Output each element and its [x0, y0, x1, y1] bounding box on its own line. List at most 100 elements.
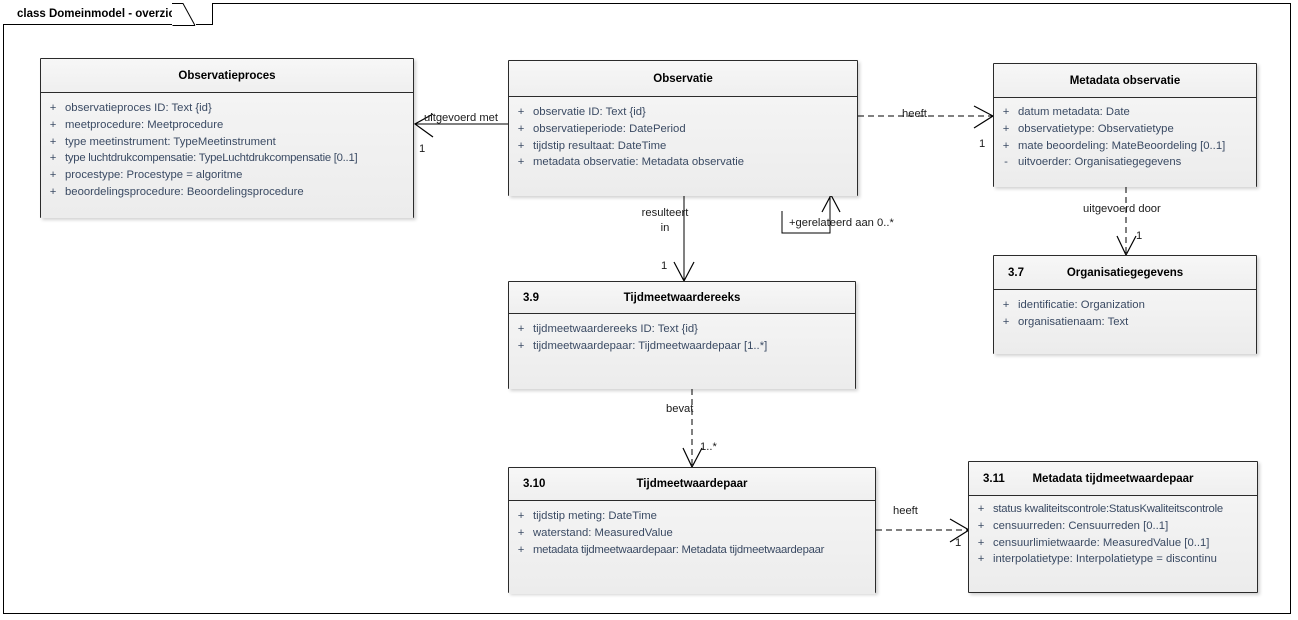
attribute-visibility: + [517, 339, 525, 352]
class-number-organisatiegegevens: 3.7 [1008, 266, 1024, 279]
attribute-row: + waterstand: MeasuredValue [509, 525, 869, 542]
attribute-visibility: + [977, 553, 985, 566]
class-header-observatieproces: Observatieproces [41, 59, 413, 93]
class-box-metadata-tijdmeetwaardepaar[interactable]: 3.11 Metadata tijdmeetwaardepaar + statu… [968, 461, 1258, 593]
attribute-row: + type meetinstrument: TypeMeetinstrumen… [41, 134, 407, 151]
class-box-tijdmeetwaardepaar[interactable]: 3.10 Tijdmeetwaardepaar + tijdstip metin… [508, 467, 876, 594]
attribute-visibility: + [517, 156, 525, 169]
class-attributes-metadata-observatie: + datum metadata: Date + observatietype:… [994, 98, 1256, 187]
attribute-visibility: + [517, 510, 525, 522]
attribute-signature: tijdstip resultaat: DateTime [533, 139, 667, 152]
class-number-metadata-tijdmeetwaardepaar: 3.11 [983, 472, 1005, 485]
attribute-visibility: + [49, 169, 57, 182]
attribute-row: + interpolatietype: Interpolatietype = d… [969, 551, 1251, 568]
attribute-row: + metadata tijdmeetwaardepaar: Metadata … [509, 542, 869, 559]
attribute-visibility: + [49, 185, 57, 198]
class-box-organisatiegegevens[interactable]: 3.7 Organisatiegegevens + identificatie:… [993, 255, 1257, 354]
class-number-tijdmeetwaardereeks: 3.9 [523, 291, 539, 304]
attribute-signature: waterstand: MeasuredValue [533, 526, 673, 539]
class-attributes-observatie: + observatie ID: Text {id} + observatiep… [509, 97, 857, 196]
attribute-visibility: + [49, 102, 57, 114]
class-box-observatieproces[interactable]: Observatieproces + observatieproces ID: … [40, 58, 414, 218]
attribute-signature: datum metadata: Date [1018, 106, 1130, 118]
class-header-tijdmeetwaardepaar: 3.10 Tijdmeetwaardepaar [509, 468, 875, 501]
attribute-signature: status kwaliteitscontrole:StatusKwalitei… [993, 503, 1223, 515]
class-box-metadata-observatie[interactable]: Metadata observatie + datum metadata: Da… [993, 63, 1257, 187]
attribute-visibility: + [517, 139, 525, 152]
attribute-row: + observatietype: Observatietype [994, 121, 1250, 138]
attribute-signature: observatie ID: Text {id} [533, 106, 646, 118]
attribute-row: + tijdstip resultaat: DateTime [509, 138, 851, 155]
class-box-tijdmeetwaardereeks[interactable]: 3.9 Tijdmeetwaardereeks + tijdmeetwaarde… [508, 281, 856, 389]
class-name-metadata-tijdmeetwaardepaar: Metadata tijdmeetwaardepaar [1032, 472, 1194, 485]
connector-label-uitgevoerd-met: uitgevoerd met [424, 112, 499, 124]
attribute-signature: censuurlimietwaarde: MeasuredValue [0..1… [993, 536, 1210, 549]
attribute-visibility: + [517, 323, 525, 335]
attribute-row: + observatie ID: Text {id} [509, 104, 851, 121]
connector-label-heeft-tijdmeetwaardepaar: heeft [893, 505, 918, 517]
attribute-visibility: + [517, 122, 525, 135]
attribute-visibility: + [977, 519, 985, 532]
attribute-row: + organisatienaam: Text [994, 314, 1250, 331]
attribute-signature: tijdstip meting: DateTime [533, 510, 657, 522]
attribute-signature: procestype: Procestype = algoritme [65, 169, 243, 182]
connector-label-resulteert: resulteert [641, 207, 689, 219]
attribute-signature: censuurreden: Censuurreden [0..1] [993, 519, 1169, 532]
connector-multiplicity-resulteert-in: 1 [661, 260, 668, 272]
attribute-visibility: + [1002, 299, 1010, 311]
attribute-row: + observatieproces ID: Text {id} [41, 100, 407, 117]
class-header-metadata-observatie: Metadata observatie [994, 64, 1256, 98]
attribute-row: + type luchtdrukcompensatie: TypeLuchtdr… [41, 150, 407, 167]
attribute-signature: meetprocedure: Meetprocedure [65, 118, 224, 131]
connector-label-heeft-observatie: heeft [902, 108, 927, 120]
attribute-signature: observatietype: Observatietype [1018, 122, 1174, 135]
attribute-visibility: + [977, 536, 985, 549]
attribute-visibility: + [1002, 122, 1010, 135]
attribute-signature: observatieperiode: DatePeriod [533, 122, 686, 135]
attribute-row: + tijdstip meting: DateTime [509, 508, 869, 525]
attribute-signature: uitvoerder: Organisatiegegevens [1018, 156, 1182, 169]
attribute-signature: beoordelingsprocedure: Beoordelingsproce… [65, 185, 304, 198]
class-header-tijdmeetwaardereeks: 3.9 Tijdmeetwaardereeks [509, 282, 855, 314]
attribute-row: + mate beoordeling: MateBeoordeling [0..… [994, 138, 1250, 155]
class-header-observatie: Observatie [509, 61, 857, 97]
connector-multiplicity-uitgevoerd-door: 1 [1136, 230, 1143, 242]
class-attributes-tijdmeetwaardepaar: + tijdstip meting: DateTime + waterstand… [509, 501, 875, 594]
attribute-row: + metadata observatie: Metadata observat… [509, 154, 851, 171]
connector-multiplicity-bevat: 1..* [700, 441, 717, 453]
class-header-metadata-tijdmeetwaardepaar: 3.11 Metadata tijdmeetwaardepaar [969, 462, 1257, 496]
attribute-signature: interpolatietype: Interpolatietype = dis… [993, 553, 1217, 566]
attribute-visibility: + [517, 106, 525, 118]
class-attributes-observatieproces: + observatieproces ID: Text {id} + meetp… [41, 93, 413, 218]
class-name-observatie: Observatie [653, 72, 713, 85]
class-name-observatieproces: Observatieproces [178, 69, 276, 82]
class-name-organisatiegegevens: Organisatiegegevens [1066, 266, 1184, 279]
attribute-visibility: + [49, 152, 57, 165]
attribute-signature: observatieproces ID: Text {id} [65, 102, 212, 114]
class-box-observatie[interactable]: Observatie + observatie ID: Text {id} + … [508, 60, 858, 196]
class-attributes-tijdmeetwaardereeks: + tijdmeetwaardereeks ID: Text {id} + ti… [509, 314, 855, 389]
attribute-signature: mate beoordeling: MateBeoordeling [0..1] [1018, 139, 1226, 152]
attribute-row: - uitvoerder: Organisatiegegevens [994, 154, 1250, 171]
attribute-visibility: + [49, 135, 57, 148]
class-name-tijdmeetwaardepaar: Tijdmeetwaardepaar [636, 478, 748, 490]
attribute-signature: organisatienaam: Text [1018, 315, 1129, 328]
connector-label-bevat: bevat [666, 403, 694, 415]
class-number-tijdmeetwaardepaar: 3.10 [523, 478, 546, 490]
attribute-row: + status kwaliteitscontrole:StatusKwalit… [969, 501, 1251, 518]
class-attributes-organisatiegegevens: + identificatie: Organization + organisa… [994, 290, 1256, 354]
connector-label-resulteert-in: in [660, 222, 670, 234]
attribute-signature: type luchtdrukcompensatie: TypeLuchtdruk… [65, 152, 358, 165]
attribute-signature: metadata observatie: Metadata observatie [533, 156, 745, 169]
attribute-signature: type meetinstrument: TypeMeetinstrument [65, 135, 276, 148]
attribute-row: + meetprocedure: Meetprocedure [41, 117, 407, 134]
connector-multiplicity-uitgevoerd-met: 1 [419, 143, 426, 155]
attribute-visibility: + [1002, 315, 1010, 328]
connector-label-gerelateerd-aan: +gerelateerd aan 0..* [789, 217, 894, 229]
attribute-row: + beoordelingsprocedure: Beoordelingspro… [41, 184, 407, 201]
class-name-tijdmeetwaardereeks: Tijdmeetwaardereeks [623, 291, 741, 304]
connector-multiplicity-heeft-observatie: 1 [979, 138, 986, 150]
class-header-organisatiegegevens: 3.7 Organisatiegegevens [994, 256, 1256, 290]
connector-label-uitgevoerd-door: uitgevoerd door [1083, 203, 1161, 215]
